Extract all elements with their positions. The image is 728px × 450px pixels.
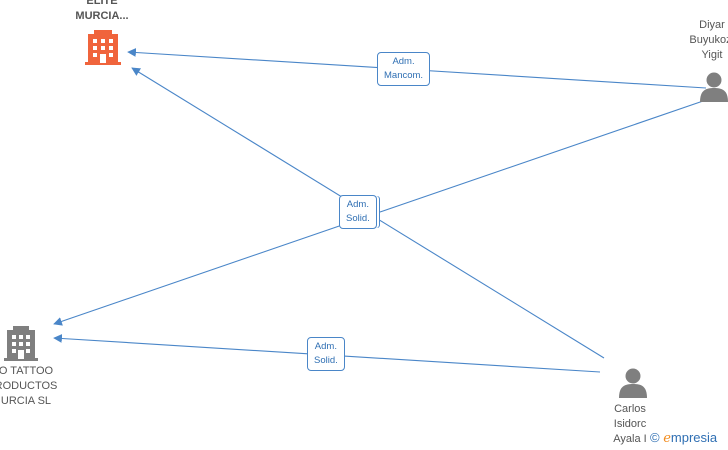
brand-initial: e xyxy=(663,431,671,446)
person-icon xyxy=(700,72,728,102)
building-icon xyxy=(4,326,38,361)
brand-name: mpresia xyxy=(670,430,718,445)
node-label-elite: ELITE MURCIA... xyxy=(75,0,129,22)
copyright-symbol: © xyxy=(650,430,660,445)
node-label-carlos: Carlos Isidorc Ayala I xyxy=(613,403,647,445)
building-icon xyxy=(85,30,121,65)
edge-diyar-to-tattoo xyxy=(53,99,707,326)
edge-label-carlos-tattoo[interactable]: Adm. Solid. xyxy=(307,337,345,371)
empresia-watermark: © empresia xyxy=(650,430,717,446)
node-label-diyar: Diyar Buyukozt Yigit xyxy=(689,19,728,61)
node-label-tattoo: O TATTOO RODUCTOS URCIA SL xyxy=(0,365,58,407)
person-icon xyxy=(619,368,647,398)
edge-label-hub[interactable]: Adm. Solid. xyxy=(339,195,377,229)
edge-label-diyar-elite[interactable]: Adm. Mancom. xyxy=(377,52,431,86)
